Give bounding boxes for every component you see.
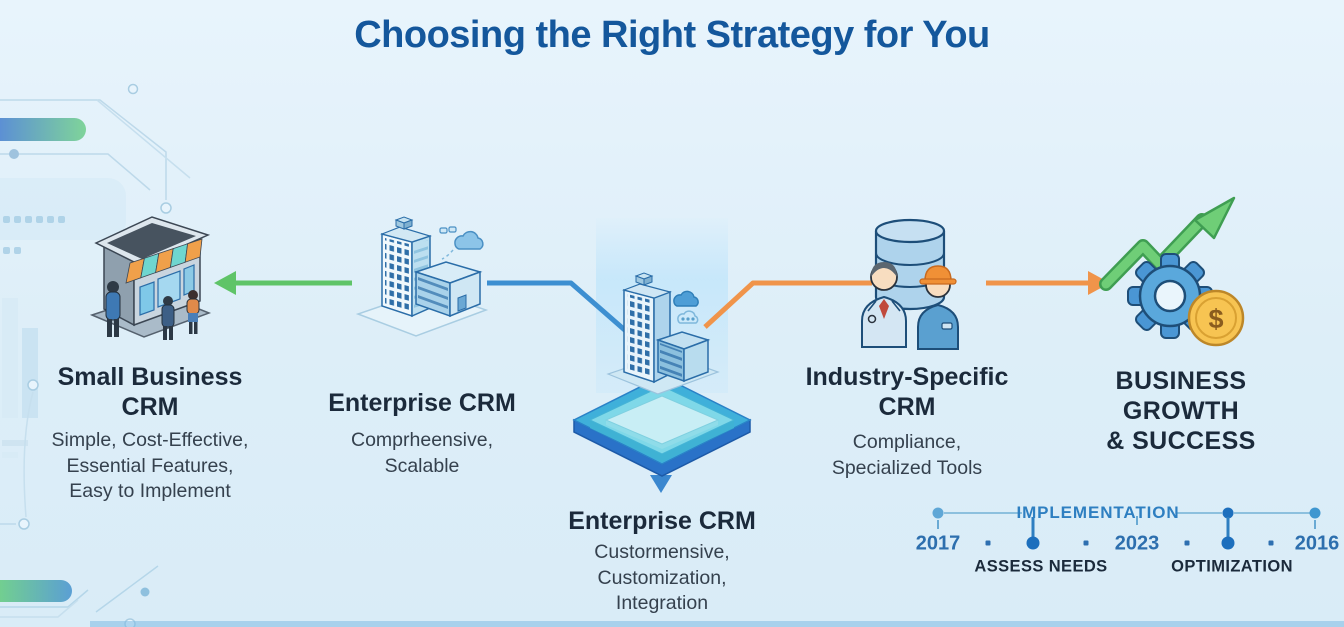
office-buildings-icon (355, 216, 489, 337)
timeline-dot (1222, 507, 1234, 519)
orange-arrow-right (986, 271, 1110, 295)
cloud-platform-icon (572, 375, 752, 477)
gradient-bar-decoration-top (0, 118, 86, 141)
green-arrow-left (214, 271, 352, 295)
timeline-implementation-label: IMPLEMENTATION (1016, 503, 1180, 522)
dollar-sign: $ (1208, 304, 1223, 334)
timeline-line-segment (1176, 512, 1222, 514)
timeline-assess-needs-label: ASSESS NEEDS (974, 557, 1108, 576)
industry-specific-crm-title: Industry-Specific CRM (805, 363, 1009, 421)
timeline-year-2016: 2016 (1294, 532, 1340, 555)
timeline-connector (1031, 517, 1035, 541)
orange-connector (703, 280, 872, 329)
page-title: Choosing the Right Strategy for You (354, 14, 990, 56)
timeline-tick (1314, 520, 1316, 529)
timeline-year-2023: 2023 (1114, 532, 1160, 555)
timeline-connector (1226, 517, 1230, 541)
timeline-year-2017: 2017 (915, 532, 961, 555)
doctor-figure (861, 262, 907, 348)
enterprise-crm-desc: Comprheensive, Scalable (351, 429, 493, 477)
timeline-optimization-label: OPTIMIZATION (1171, 557, 1293, 576)
small-business-crm-desc: Simple, Cost-Effective, Essential Featur… (51, 429, 249, 503)
timeline-dot (932, 507, 944, 519)
business-growth-title: BUSINESS GROWTH & SUCCESS (1106, 367, 1256, 455)
small-business-crm-title: Small Business CRM (57, 363, 243, 421)
cloud-icon (673, 290, 699, 324)
enterprise-center-buildings-icon (606, 272, 720, 395)
timeline-line-segment (1234, 512, 1310, 514)
timeline-minor-dot (1083, 540, 1089, 546)
timeline-minor-dot (1184, 540, 1190, 546)
cloud-icon (439, 226, 484, 260)
timeline-minor-dot (1268, 540, 1274, 546)
gradient-bar-decoration-bottom (0, 580, 72, 602)
enterprise-crm-title: Enterprise CRM (328, 389, 516, 417)
blue-connector (487, 280, 629, 334)
database-workers-icon (861, 218, 959, 350)
construction-worker-figure (917, 265, 959, 350)
gear-icon (1127, 253, 1213, 339)
storefront-icon (89, 216, 212, 340)
timeline-line-segment (944, 512, 1022, 514)
dollar-coin-icon: $ (1187, 289, 1245, 347)
bottom-accent-bar (90, 621, 1344, 627)
growth-arrow-icon (1099, 196, 1236, 291)
timeline-tick (937, 520, 939, 529)
enterprise-crm-center-title: Enterprise CRM (568, 507, 756, 535)
timeline-milestone-dot (1221, 536, 1235, 550)
growth-arrow-gear-coin-icon: $ (1099, 196, 1245, 347)
enterprise-crm-center-desc: Custormensive, Customization, Integratio… (594, 541, 730, 615)
timeline-minor-dot (985, 540, 991, 546)
timeline-milestone-dot (1026, 536, 1040, 550)
timeline-dot (1309, 507, 1321, 519)
industry-specific-crm-desc: Compliance, Specialized Tools (831, 431, 983, 479)
timeline-tick (1136, 516, 1138, 525)
people-figures (105, 281, 200, 340)
